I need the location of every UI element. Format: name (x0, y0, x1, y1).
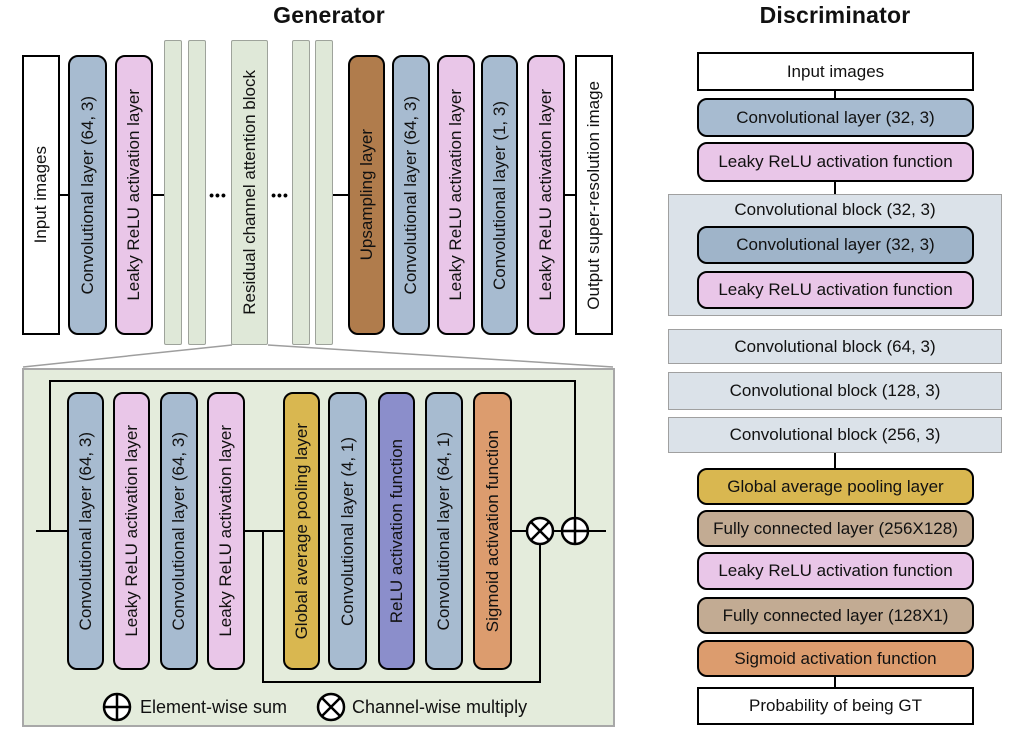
disc-fully-connected-128x1: Fully connected layer (128X1) (697, 597, 974, 634)
disc-block32-conv-layer: Convolutional layer (32, 3) (697, 226, 974, 264)
gen-rcab-thin-bar-4 (315, 40, 333, 345)
legend-element-wise-sum: Element-wise sum (140, 697, 288, 717)
gen-conv-layer-64-3-b: Convolutional layer (64, 3) (392, 55, 430, 335)
disc-leaky-relu-1: Leaky ReLU activation function (697, 142, 974, 182)
gen-leaky-relu-layer-1: Leaky ReLU activation layer (115, 55, 153, 335)
rcab-relu-activation: ReLU activation function (378, 392, 415, 670)
disc-input-images-box: Input images (697, 52, 974, 91)
gen-conv-layer-1-3: Convolutional layer (1, 3) (481, 55, 518, 335)
disc-conv-block-128-3: Convolutional block (128, 3) (668, 372, 1002, 410)
disc-conv-block-256-3: Convolutional block (256, 3) (668, 417, 1002, 453)
rcab-conv-layer-4-1: Convolutional layer (4, 1) (328, 392, 367, 670)
rcab-conv-layer-64-3-b: Convolutional layer (64, 3) (160, 392, 198, 670)
gen-input-images-box: Input images (22, 55, 60, 335)
disc-block32-leaky-relu: Leaky ReLU activation function (697, 271, 974, 309)
disc-global-avg-pooling: Global average pooling layer (697, 468, 974, 505)
disc-sigmoid-activation: Sigmoid activation function (697, 640, 974, 677)
gen-leaky-relu-layer-2: Leaky ReLU activation layer (437, 55, 475, 335)
disc-conv-layer-32-3: Convolutional layer (32, 3) (697, 98, 974, 137)
rcab-conv-layer-64-3-a: Convolutional layer (64, 3) (67, 392, 104, 670)
rcab-conv-layer-64-1: Convolutional layer (64, 1) (425, 392, 463, 670)
gen-rcab-thin-bar-3 (292, 40, 310, 345)
disc-leaky-relu-2: Leaky ReLU activation function (697, 552, 974, 590)
rcab-leaky-relu-2: Leaky ReLU activation layer (207, 392, 245, 670)
rcab-sigmoid-activation: Sigmoid activation function (473, 392, 512, 670)
disc-conv-block-64-3: Convolutional block (64, 3) (668, 329, 1002, 364)
disc-conv-block-32-3-label: Convolutional block (32, 3) (734, 200, 936, 219)
gen-rcab-bar: Residual channel attention block (231, 40, 268, 345)
gen-conv-layer-64-3: Convolutional layer (64, 3) (68, 55, 107, 335)
legend-channel-wise-multiply: Channel-wise multiply (352, 697, 528, 717)
gen-output-image-box: Output super-resolution image (575, 55, 613, 335)
gen-leaky-relu-layer-3: Leaky ReLU activation layer (527, 55, 565, 335)
generator-title: Generator (273, 2, 385, 28)
rcab-global-avg-pooling: Global average pooling layer (283, 392, 320, 670)
disc-fully-connected-256x128: Fully connected layer (256X128) (697, 510, 974, 547)
discriminator-title: Discriminator (759, 2, 911, 28)
ellipsis-right: ••• (271, 187, 289, 203)
ellipsis-left: ••• (209, 187, 227, 203)
gen-upsampling-layer: Upsampling layer (348, 55, 385, 335)
disc-probability-output-box: Probability of being GT (697, 687, 974, 725)
rcab-leaky-relu-1: Leaky ReLU activation layer (113, 392, 150, 670)
gen-rcab-thin-bar-1 (164, 40, 182, 345)
